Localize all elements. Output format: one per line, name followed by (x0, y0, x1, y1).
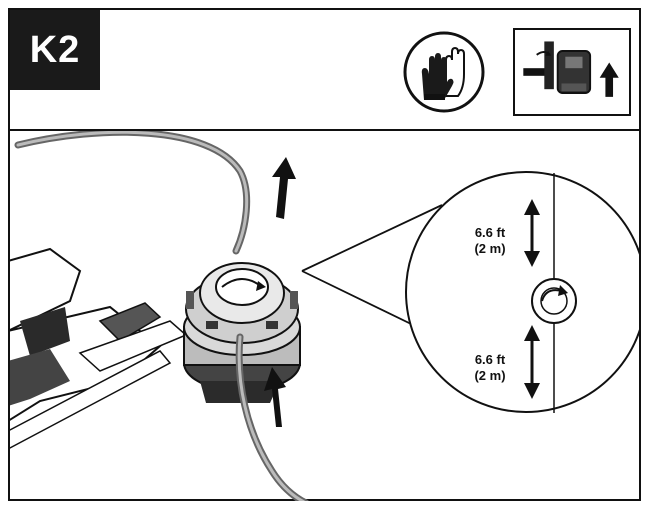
pull-up-arrow (272, 157, 296, 219)
bottom-length-label: 6.6 ft (2 m) (458, 352, 522, 384)
top-length-label: 6.6 ft (2 m) (458, 225, 522, 257)
trimmer-head-illustration (10, 131, 639, 501)
instruction-panel: K2 (8, 8, 641, 501)
bottom-length-metric: (2 m) (474, 368, 506, 383)
detail-magnifier (405, 171, 639, 413)
step-badge: K2 (10, 10, 100, 90)
trimmer-head-removal-icon (513, 28, 631, 116)
push-up-arrow (264, 367, 286, 427)
gloves-icon (403, 31, 485, 113)
top-length-value: 6.6 ft (474, 225, 506, 240)
panel-header: K2 (10, 10, 639, 131)
top-length-metric: (2 m) (474, 241, 506, 256)
bottom-length-value: 6.6 ft (474, 352, 506, 367)
